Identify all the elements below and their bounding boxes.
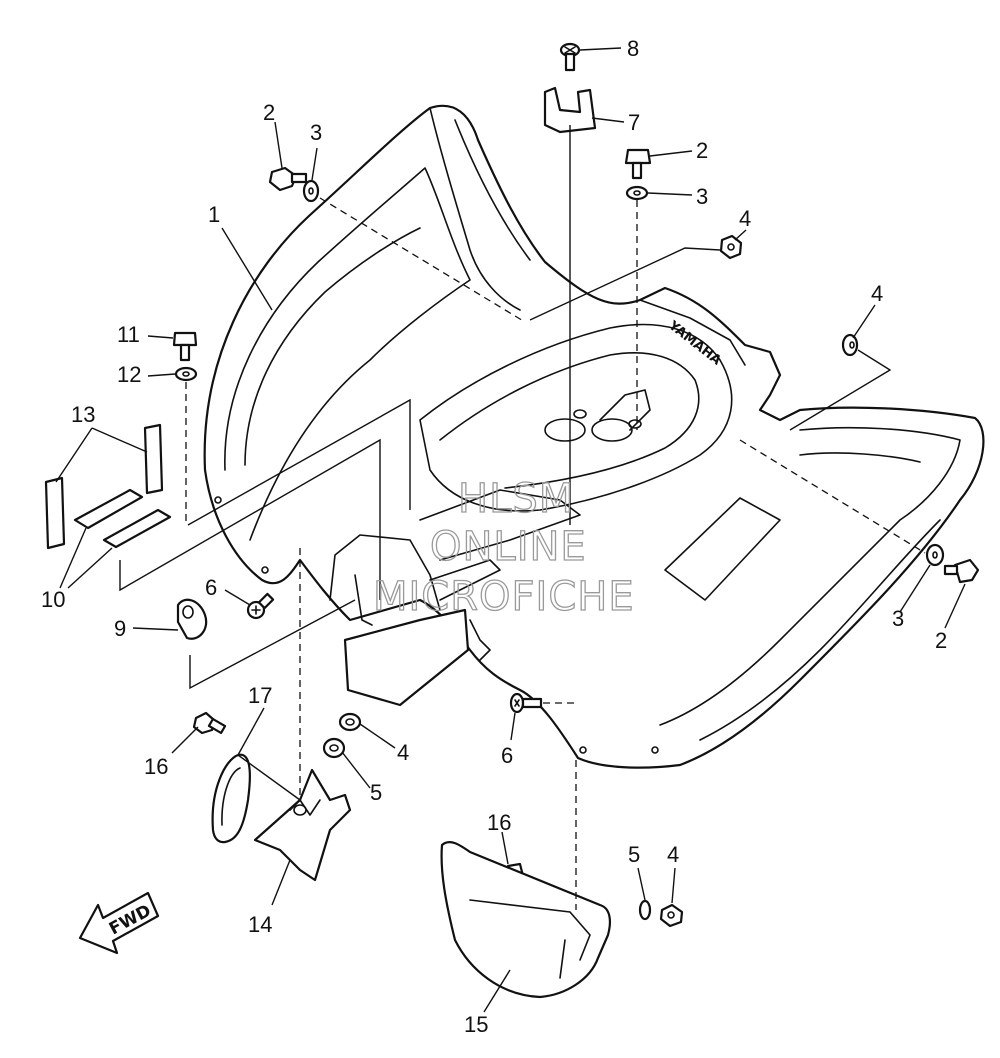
screw-8 (559, 42, 581, 72)
rear-fender: YAMAHA (203, 104, 985, 769)
screw-6b (509, 692, 543, 714)
callout-2: 2 (263, 100, 275, 125)
callout-8: 8 (627, 36, 639, 61)
washer-3a (302, 179, 320, 203)
watermark: HLSM ONLINE MICROFICHE (372, 475, 635, 620)
watermark-line-2: ONLINE (430, 524, 587, 570)
callout-10: 10 (41, 587, 65, 612)
bolt-2a (268, 166, 308, 192)
guide-line (319, 197, 526, 323)
washer-5b (638, 899, 652, 921)
bolt-11 (172, 331, 198, 362)
watermark-line-3: MICROFICHE (373, 574, 635, 620)
bolt-2c (943, 558, 980, 584)
callout-4: 4 (397, 740, 409, 765)
pad-10b (102, 508, 172, 549)
callout-14: 14 (248, 912, 272, 937)
callout-13: 13 (71, 402, 95, 427)
callout-3: 3 (696, 184, 708, 209)
callout-17: 17 (248, 683, 272, 708)
mud-flap-15 (440, 841, 611, 999)
clip-9 (176, 598, 208, 640)
callout-labels: 1 2 3 8 7 2 3 4 4 11 12 13 10 6 9 3 2 17… (41, 36, 947, 1037)
callout-11: 11 (117, 322, 140, 347)
callout-16: 16 (144, 754, 168, 779)
callout-6: 6 (501, 743, 513, 768)
nut-4a (719, 234, 743, 260)
washer-12 (174, 366, 198, 382)
nut-4d (659, 903, 684, 928)
callout-16: 16 (487, 810, 511, 835)
callout-6: 6 (205, 575, 217, 600)
assembly-lines (55, 47, 966, 1013)
callout-4: 4 (739, 206, 751, 231)
callout-15: 15 (464, 1012, 488, 1037)
callout-3: 3 (892, 606, 904, 631)
clip-7 (543, 86, 597, 134)
callout-3: 3 (310, 120, 322, 145)
washer-3b (625, 185, 649, 201)
callout-7: 7 (628, 110, 640, 135)
callout-1: 1 (208, 202, 220, 227)
callout-2: 2 (935, 628, 947, 653)
pad-13b (44, 476, 66, 550)
callout-2: 2 (696, 138, 708, 163)
screw-6a (246, 592, 275, 620)
watermark-line-1: HLSM (458, 476, 574, 522)
washer-5a (322, 737, 346, 759)
callout-5: 5 (370, 780, 382, 805)
pad-13a (143, 423, 164, 495)
nut-4c (338, 712, 362, 732)
bracket-14 (253, 768, 352, 882)
bolt-2b (624, 148, 652, 180)
callout-4: 4 (871, 281, 883, 306)
bolt-16a (192, 711, 227, 735)
washer-3c (925, 543, 945, 567)
callout-12: 12 (117, 362, 141, 387)
callout-5: 5 (628, 842, 640, 867)
callout-9: 9 (114, 616, 126, 641)
battery-box (329, 489, 581, 707)
forward-direction-badge: FWD (78, 891, 160, 955)
pad-10a (73, 488, 144, 530)
guide-line (739, 439, 926, 554)
callout-4: 4 (667, 842, 679, 867)
nut-4b (841, 333, 859, 357)
band-17 (211, 753, 251, 844)
